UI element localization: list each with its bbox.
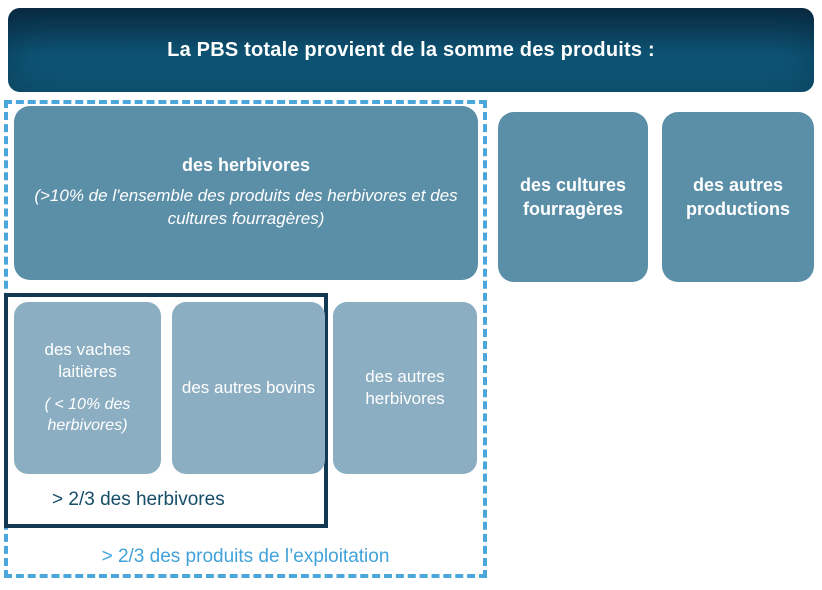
autres-productions-label: des autres productions xyxy=(686,174,790,219)
herbivores-share-label: > 2/3 des herbivores xyxy=(52,489,225,510)
header-title: La PBS totale provient de la somme des p… xyxy=(167,38,655,61)
autres-bovins-label: des autres bovins xyxy=(181,377,316,397)
autres-bovins-box: des autres bovins xyxy=(172,302,325,474)
header-banner: La PBS totale provient de la somme des p… xyxy=(8,8,814,92)
herbivores-box-title: des herbivores xyxy=(181,155,311,176)
autres-productions-box: des autres productions xyxy=(662,112,814,282)
cultures-fourrageres-box: des cultures fourragères xyxy=(498,112,648,282)
vaches-laitieres-box: des vaches laitières ( < 10% des herbivo… xyxy=(14,302,161,474)
vaches-laitieres-label: des vaches laitières xyxy=(44,340,131,382)
exploitation-share-label: > 2/3 des produits de l’exploitation xyxy=(101,546,390,567)
autres-herbivores-box: des autres herbivores xyxy=(333,302,477,474)
autres-herbivores-label: des autres herbivores xyxy=(365,366,445,408)
cultures-fourrageres-label: des cultures fourragères xyxy=(519,174,627,219)
herbivores-box-subtitle: (>10% de l'ensemble des produits des her… xyxy=(34,186,458,228)
herbivores-share-outline xyxy=(4,293,328,528)
herbivores-box: des herbivores (>10% de l'ensemble des p… xyxy=(14,106,478,280)
vaches-laitieres-note: ( < 10% des herbivores) xyxy=(44,396,131,435)
